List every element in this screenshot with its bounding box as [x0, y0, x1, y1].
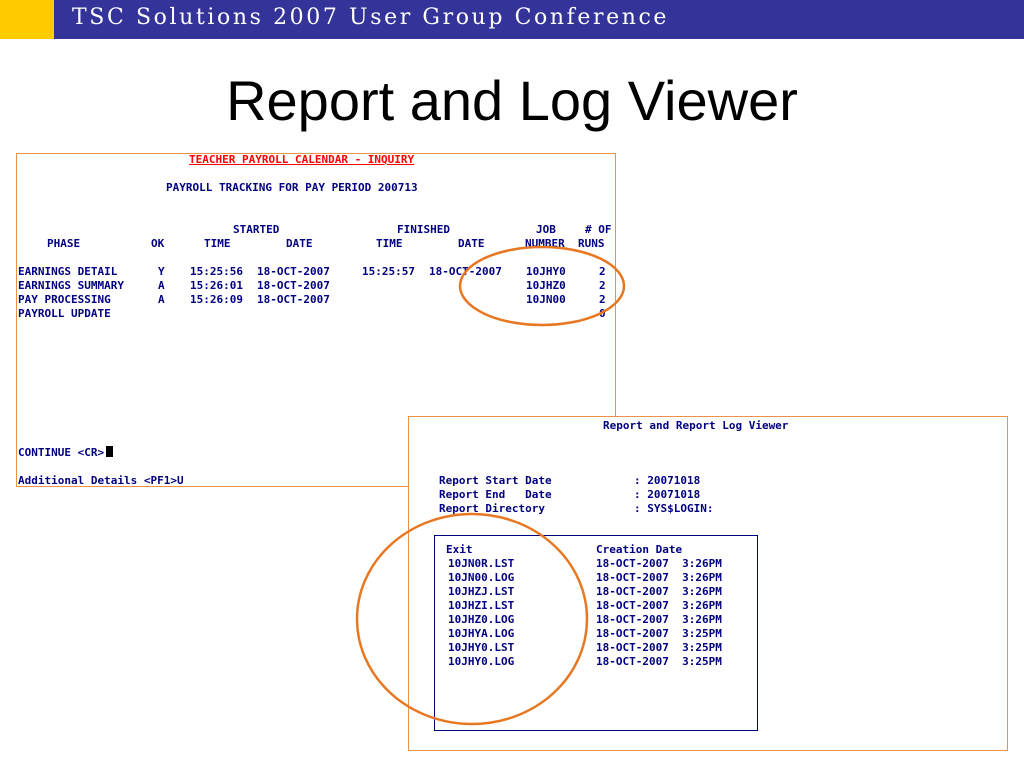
- list-item-created: 18-OCT-2007 3:25PM: [596, 655, 722, 668]
- table-row-start-time: 15:26:09: [190, 293, 243, 306]
- col-creation-date-header: Creation Date: [596, 543, 683, 556]
- list-item-file-name[interactable]: 10JHYA.LOG: [448, 627, 515, 640]
- header-bar: [0, 0, 1024, 39]
- list-item-file-name[interactable]: 10JHZJ.LST: [448, 585, 515, 598]
- list-item-file-name[interactable]: 10JN0R.LST: [448, 557, 515, 570]
- table-row-start-date: 18-OCT-2007: [257, 293, 330, 306]
- slide-title: Report and Log Viewer: [226, 69, 798, 132]
- table-row-ok: A: [158, 279, 165, 292]
- list-item-file-name[interactable]: 10JHZ0.LOG: [448, 613, 515, 626]
- table-row-phase: EARNINGS DETAIL: [18, 265, 118, 278]
- col-finish-date-header: DATE: [458, 237, 485, 250]
- directory-value[interactable]: : SYS$LOGIN:: [634, 502, 714, 515]
- table-row-start-date: 18-OCT-2007: [257, 279, 330, 292]
- viewer-title: Report and Report Log Viewer: [603, 419, 789, 432]
- group-job-header: JOB: [536, 223, 556, 236]
- list-item-file-name[interactable]: 10JHZI.LST: [448, 599, 515, 612]
- col-start-date-header: DATE: [286, 237, 313, 250]
- table-row-finish-time: 15:25:57: [362, 265, 415, 278]
- group-finished-header: FINISHED: [397, 223, 450, 236]
- list-item-created: 18-OCT-2007 3:26PM: [596, 599, 722, 612]
- table-row-start-time: 15:26:01: [190, 279, 243, 292]
- group-started-header: STARTED: [233, 223, 280, 236]
- col-phase-header: PHASE: [47, 237, 81, 250]
- inquiry-title: TEACHER PAYROLL CALENDAR - INQUIRY: [189, 153, 415, 166]
- start-date-label: Report Start Date: [439, 474, 552, 487]
- continue-prompt[interactable]: CONTINUE <CR>: [18, 446, 114, 459]
- list-item-created: 18-OCT-2007 3:26PM: [596, 571, 722, 584]
- table-row-ok: A: [158, 293, 165, 306]
- terminal-cursor: [106, 446, 114, 457]
- list-item-created: 18-OCT-2007 3:25PM: [596, 627, 722, 640]
- col-runs-header: RUNS: [578, 237, 605, 250]
- additional-details-prompt[interactable]: Additional Details <PF1>U: [18, 474, 184, 487]
- list-item-created: 18-OCT-2007 3:26PM: [596, 557, 722, 570]
- inquiry-subtitle: PAYROLL TRACKING FOR PAY PERIOD 200713: [166, 181, 418, 194]
- list-item-file-name[interactable]: 10JN00.LOG: [448, 571, 515, 584]
- end-date-label: Report End Date: [439, 488, 552, 501]
- list-item-created: 18-OCT-2007 3:25PM: [596, 641, 722, 654]
- table-row-start-time: 15:25:56: [190, 265, 243, 278]
- table-row-runs: 0: [599, 307, 606, 320]
- table-row-job: 10JHY0: [526, 265, 566, 278]
- table-row-start-date: 18-OCT-2007: [257, 265, 330, 278]
- table-row-phase: PAYROLL UPDATE: [18, 307, 111, 320]
- table-row-runs: 2: [599, 265, 606, 278]
- end-date-value[interactable]: : 20071018: [634, 488, 701, 501]
- table-row-runs: 2: [599, 279, 606, 292]
- col-finish-time-header: TIME: [376, 237, 403, 250]
- list-item-file-name[interactable]: 10JHY0.LST: [448, 641, 515, 654]
- col-ok-header: OK: [151, 237, 165, 250]
- start-date-value[interactable]: : 20071018: [634, 474, 701, 487]
- col-start-time-header: TIME: [204, 237, 231, 250]
- table-row-phase: EARNINGS SUMMARY: [18, 279, 124, 292]
- col-job-number-header: NUMBER: [525, 237, 565, 250]
- table-row-ok: Y: [158, 265, 165, 278]
- header-accent-block: [0, 0, 54, 39]
- conference-title: TSC Solutions 2007 User Group Conference: [72, 5, 670, 30]
- table-row-job: 10JN00: [526, 293, 566, 306]
- table-row-finish-date: 18-OCT-2007: [429, 265, 502, 278]
- table-row-runs: 2: [599, 293, 606, 306]
- table-row-job: 10JHZ0: [526, 279, 566, 292]
- list-item-file-name[interactable]: 10JHY0.LOG: [448, 655, 515, 668]
- continue-prompt-label: CONTINUE <CR>: [18, 446, 105, 459]
- list-item-created: 18-OCT-2007 3:26PM: [596, 585, 722, 598]
- col-exit-header[interactable]: Exit: [446, 543, 473, 556]
- list-item-created: 18-OCT-2007 3:26PM: [596, 613, 722, 626]
- group-runs-header: # OF: [585, 223, 612, 236]
- directory-label: Report Directory: [439, 502, 545, 515]
- table-row-phase: PAY PROCESSING: [18, 293, 111, 306]
